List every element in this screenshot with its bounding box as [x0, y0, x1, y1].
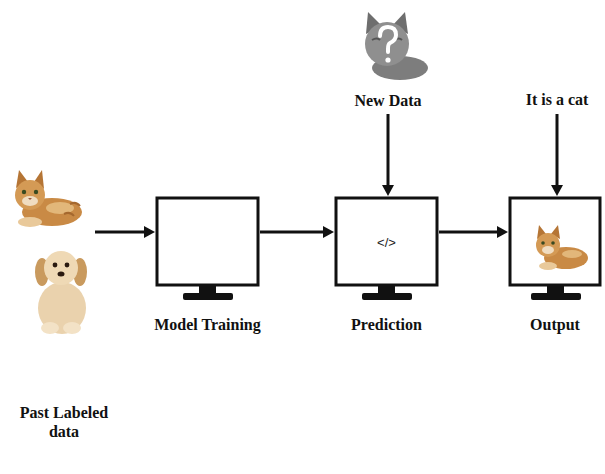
- image-box: New Data: [343, 10, 433, 112]
- arrow-line: [556, 114, 559, 187]
- cat-photo: [15, 170, 82, 227]
- cat-eye: [22, 190, 26, 194]
- dog-nose: [58, 272, 65, 277]
- flow-arrow: [439, 226, 508, 238]
- cat-paws: [18, 217, 42, 227]
- flow-arrow: [260, 226, 334, 238]
- monitor-screen: [336, 198, 437, 285]
- monitor-neck: [547, 285, 564, 293]
- question-mark-dot: [385, 57, 390, 62]
- grey-cat-head: [365, 22, 409, 66]
- monitor-screen: [157, 198, 258, 285]
- cat-nose: [28, 198, 32, 200]
- cat-muzzle: [22, 196, 38, 206]
- monitor: [336, 198, 437, 300]
- output-cat-photo: [536, 225, 588, 270]
- node-label: Prediction: [351, 315, 422, 334]
- monitor-neck: [199, 285, 216, 293]
- monitor: [510, 198, 600, 300]
- dog-paw: [41, 322, 59, 334]
- cat-eye: [34, 190, 38, 194]
- arrow-head: [551, 185, 563, 196]
- flow-arrow: [382, 114, 394, 196]
- dog-eye: [65, 263, 70, 268]
- arrow-head: [323, 226, 334, 238]
- node-label: New Data: [354, 91, 421, 110]
- grey-cat-eyes: [372, 39, 402, 41]
- cat-eye: [541, 241, 545, 245]
- node-label: Model Training: [154, 315, 261, 334]
- question-mark: [380, 27, 396, 52]
- arrow-head: [382, 185, 394, 196]
- dog-head: [44, 251, 78, 285]
- node-label: It is a cat: [526, 90, 589, 109]
- cat-paws: [539, 262, 557, 270]
- monitor-box: Model Training: [157, 198, 258, 285]
- grey-cat-photo: [365, 12, 428, 80]
- cat-muzzle: [542, 246, 554, 254]
- dog-photo: [35, 251, 87, 334]
- dog-eye: [53, 263, 58, 268]
- cat-eye: [551, 241, 555, 245]
- monitor: [157, 198, 258, 300]
- arrow-line: [95, 231, 146, 234]
- cat-stripe: [562, 250, 582, 258]
- arrow-head: [144, 226, 155, 238]
- code-symbol: </>: [377, 232, 396, 251]
- flow-arrow: [551, 114, 563, 196]
- monitor-neck: [378, 285, 395, 293]
- cat-head: [536, 233, 560, 257]
- arrow-line: [260, 231, 325, 234]
- node-label: Output: [530, 315, 580, 334]
- monitor-screen: [510, 198, 600, 285]
- cat-stripes: [64, 203, 80, 216]
- monitor-box: Output: [510, 198, 600, 285]
- monitor-base: [183, 293, 233, 300]
- image-group: Past Labeled data: [8, 165, 93, 337]
- node-label: Past Labeled data: [8, 403, 120, 441]
- arrow-line: [387, 114, 390, 187]
- dog-body: [38, 282, 86, 334]
- dog-paw: [63, 322, 81, 334]
- arrow-head: [497, 226, 508, 238]
- result-box: It is a cat: [514, 88, 600, 112]
- monitor-box: </>Prediction: [336, 198, 437, 285]
- cat-head: [15, 180, 45, 210]
- flow-arrow: [95, 226, 155, 238]
- arrow-line: [439, 231, 499, 234]
- monitor-base: [362, 293, 412, 300]
- monitor-base: [531, 293, 581, 300]
